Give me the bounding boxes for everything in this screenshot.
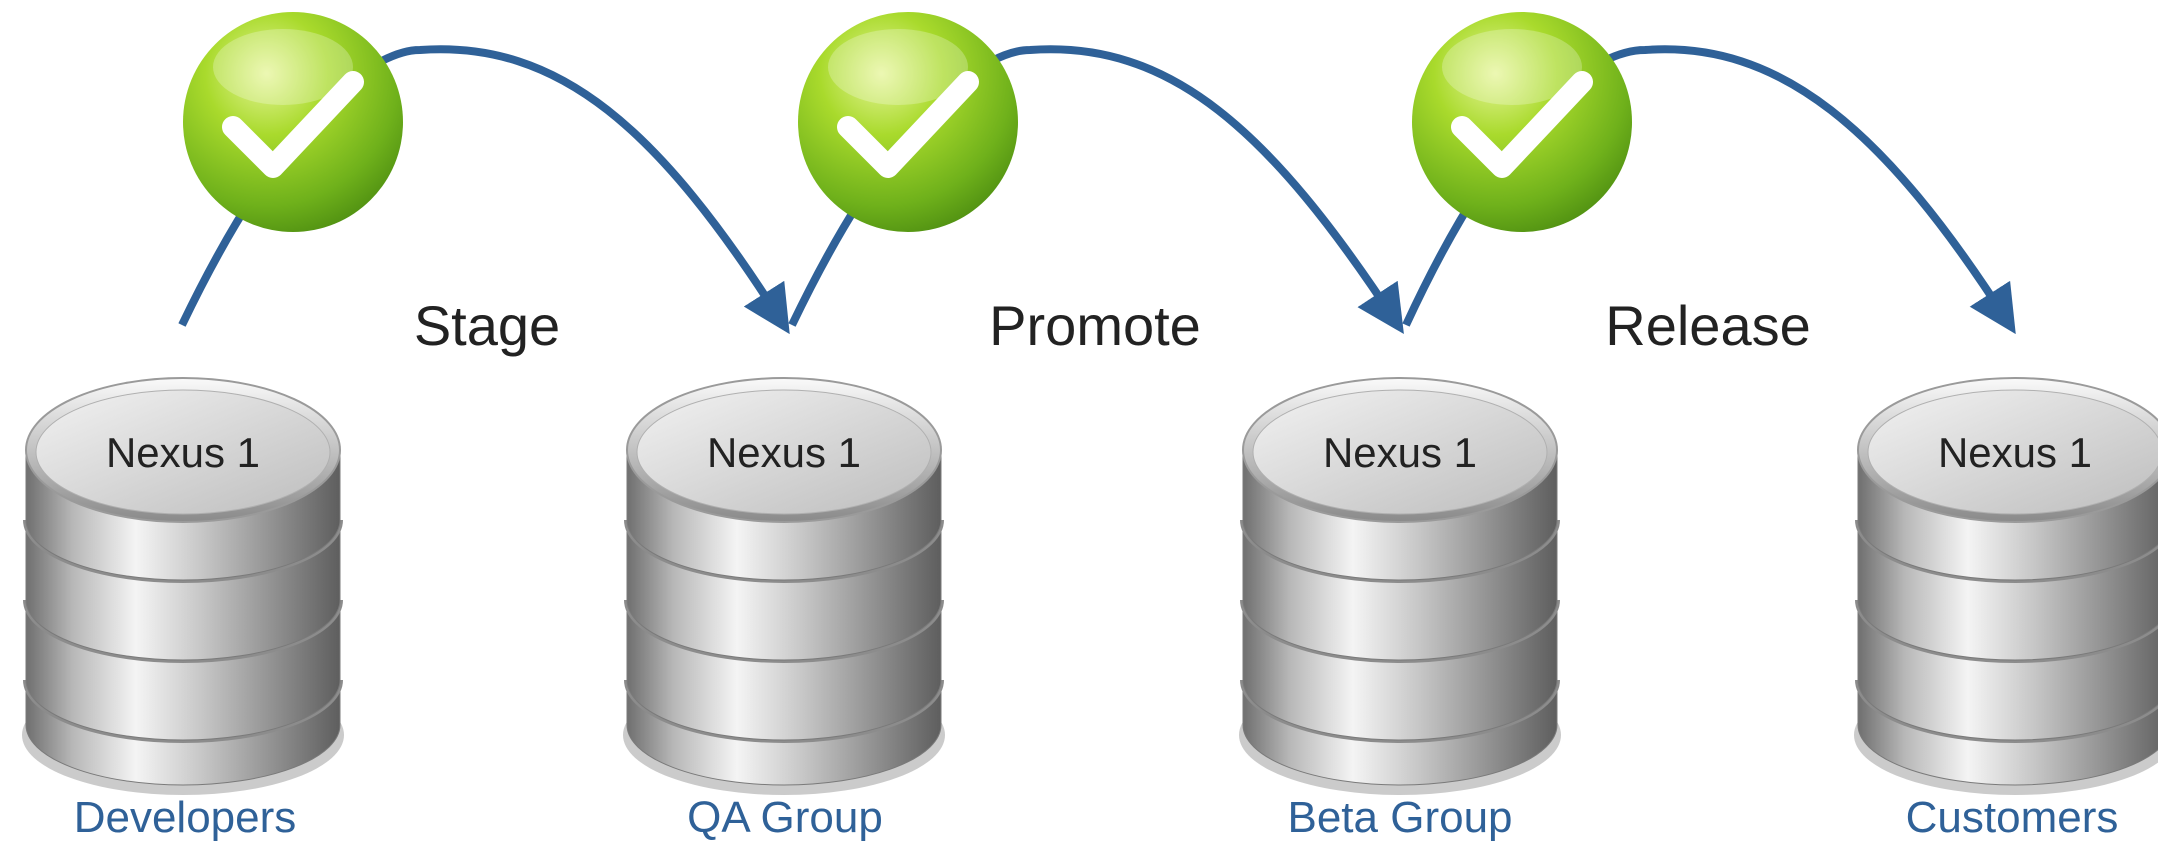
- step-label-stage: Stage: [414, 294, 560, 357]
- repository-label: Nexus 1: [707, 429, 861, 476]
- group-label-qa: QA Group: [687, 793, 883, 842]
- repository-label: Nexus 1: [106, 429, 260, 476]
- group-label-developers: Developers: [74, 793, 297, 842]
- check-icon: [183, 12, 403, 232]
- database-icon: [1854, 377, 2158, 795]
- database-icon: [1239, 377, 1561, 795]
- repository-label: Nexus 1: [1323, 429, 1477, 476]
- step-label-release: Release: [1605, 294, 1810, 357]
- group-label-beta: Beta Group: [1287, 793, 1512, 842]
- check-icon: [1412, 12, 1632, 232]
- database-icon: [623, 377, 945, 795]
- check-icon: [798, 12, 1018, 232]
- group-label-customers: Customers: [1906, 793, 2119, 842]
- database-icon: [22, 377, 344, 795]
- repository-label: Nexus 1: [1938, 429, 2092, 476]
- step-label-promote: Promote: [989, 294, 1201, 357]
